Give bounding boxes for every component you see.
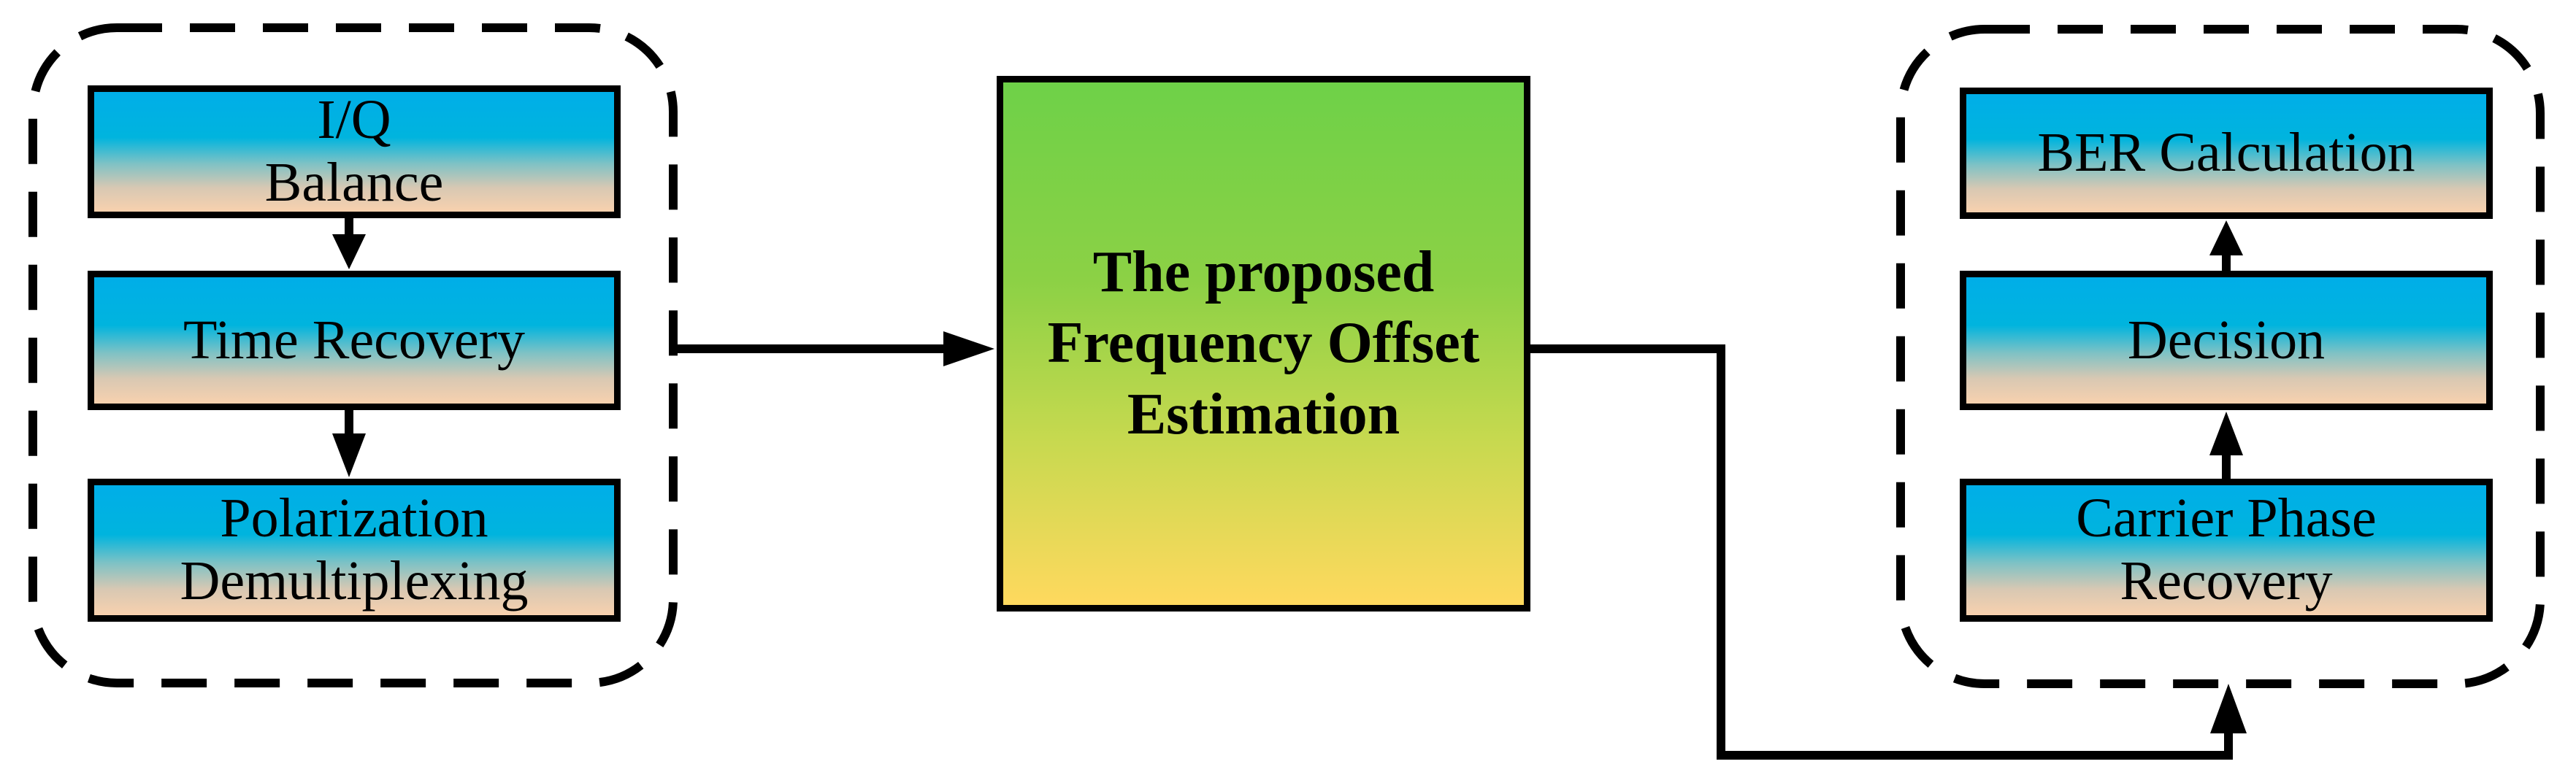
block-frequency-offset-estimation-label: The proposed Frequency Offset Estimation xyxy=(1047,239,1480,447)
right-group-border xyxy=(1896,25,2545,688)
arrow-time-to-polarization xyxy=(332,410,366,477)
block-ber-calculation: BER Calculation xyxy=(1960,88,2493,219)
connector-center-to-carrier xyxy=(1530,344,2247,760)
block-polarization-demultiplexing-label: Polarization Demultiplexing xyxy=(180,487,529,612)
block-time-recovery-label: Time Recovery xyxy=(183,309,525,371)
block-decision: Decision xyxy=(1960,271,2493,410)
block-ber-calculation-label: BER Calculation xyxy=(2037,122,2415,184)
block-carrier-phase-recovery-label: Carrier Phase Recovery xyxy=(2076,487,2377,612)
block-frequency-offset-estimation: The proposed Frequency Offset Estimation xyxy=(997,76,1530,612)
block-time-recovery: Time Recovery xyxy=(88,271,621,410)
block-iq-balance: I/Q Balance xyxy=(88,85,621,218)
block-carrier-phase-recovery: Carrier Phase Recovery xyxy=(1960,479,2493,622)
arrow-carrier-to-decision xyxy=(2209,412,2243,479)
block-iq-balance-label: I/Q Balance xyxy=(264,89,444,213)
left-group-border xyxy=(28,23,678,687)
arrow-iq-to-time xyxy=(332,218,366,269)
arrow-decision-to-ber xyxy=(2209,220,2243,271)
block-decision-label: Decision xyxy=(2127,309,2326,371)
block-polarization-demultiplexing: Polarization Demultiplexing xyxy=(88,479,621,622)
arrow-left-group-to-center xyxy=(676,331,994,366)
